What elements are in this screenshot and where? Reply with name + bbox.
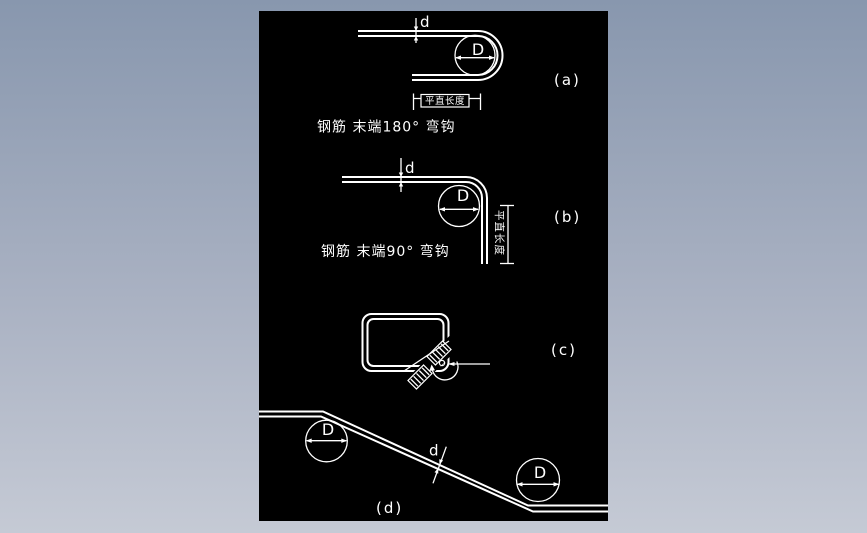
bend-circle — [305, 419, 348, 463]
straight-length-label: 平直长度 — [425, 95, 465, 107]
arrowhead — [553, 482, 560, 487]
arrowhead — [489, 55, 495, 60]
arrowhead — [413, 26, 419, 31]
bend-diameter-label: D — [457, 186, 469, 205]
figure-a-180-hook: D d 平直长度 钢筋 末端180° 弯钩 (a) — [317, 13, 581, 136]
figure-c-label: (c) — [551, 341, 577, 359]
figure-b-90-hook: D d 平直长度 钢筋 末端90° 弯钩 (b) — [321, 158, 581, 265]
arrowhead — [439, 459, 444, 465]
hatch-stroke — [416, 373, 424, 381]
bar-diameter-label: d — [420, 13, 430, 31]
hook-outer-arc — [477, 30, 504, 81]
bend-diameter-label: D — [322, 420, 334, 439]
hatch-stroke — [435, 349, 443, 357]
arrowhead — [439, 207, 445, 212]
figure-d-bent-bar: D D d (d) — [259, 410, 608, 517]
arrowhead — [516, 482, 523, 487]
mandrel-circle — [454, 34, 496, 76]
bar-diameter-label: d — [429, 442, 439, 460]
figure-b-label: (b) — [554, 208, 581, 226]
rebar-line — [259, 415, 608, 513]
hook-inner-arc — [465, 181, 483, 199]
arrowhead — [341, 438, 348, 443]
bend-diameter-label: D — [534, 463, 546, 482]
hook-tail-edge-line — [403, 340, 450, 372]
hatch-stroke — [429, 354, 438, 363]
hook-end-hatched-bar — [426, 340, 452, 366]
arrowhead — [448, 362, 455, 366]
bar-dim-line — [432, 446, 447, 484]
hatch-stroke — [413, 375, 422, 384]
arrowhead — [413, 36, 419, 41]
arrowhead — [455, 55, 461, 60]
figure-c-stirrup: (c) — [361, 313, 577, 391]
arrowhead — [473, 207, 479, 212]
cad-drawing-canvas: D d 平直长度 钢筋 末端180° 弯钩 (a) D — [259, 11, 608, 521]
junction-node — [438, 359, 446, 367]
hook-outer-arc — [465, 176, 488, 199]
hatch-stroke — [410, 378, 419, 387]
arrowhead — [429, 364, 435, 371]
bend-diameter-label: D — [472, 40, 484, 59]
figure-d-label: (d) — [376, 499, 403, 517]
bend-arc — [431, 361, 459, 381]
rebar-line — [259, 410, 608, 507]
hatch-stroke — [421, 367, 430, 376]
figure-b-caption: 钢筋 末端90° 弯钩 — [321, 243, 450, 260]
bar-diameter-label: d — [405, 159, 415, 177]
hook-end-hatched-bar — [407, 364, 433, 390]
rebar-hook-drawing: D d 平直长度 钢筋 末端180° 弯钩 (a) D — [259, 13, 608, 517]
arrowhead — [398, 182, 404, 187]
mandrel-circle — [437, 184, 481, 228]
bend-circle — [515, 457, 561, 503]
label-box — [420, 93, 470, 108]
hatch-stroke — [418, 370, 427, 379]
figure-a-label: (a) — [554, 71, 581, 89]
hatch-stroke — [432, 351, 441, 360]
arrowhead — [398, 172, 404, 177]
arrowhead — [305, 438, 312, 443]
arrowhead — [434, 468, 439, 474]
figure-a-caption: 钢筋 末端180° 弯钩 — [317, 119, 456, 136]
straight-length-label-vertical: 平直长度 — [493, 210, 506, 256]
